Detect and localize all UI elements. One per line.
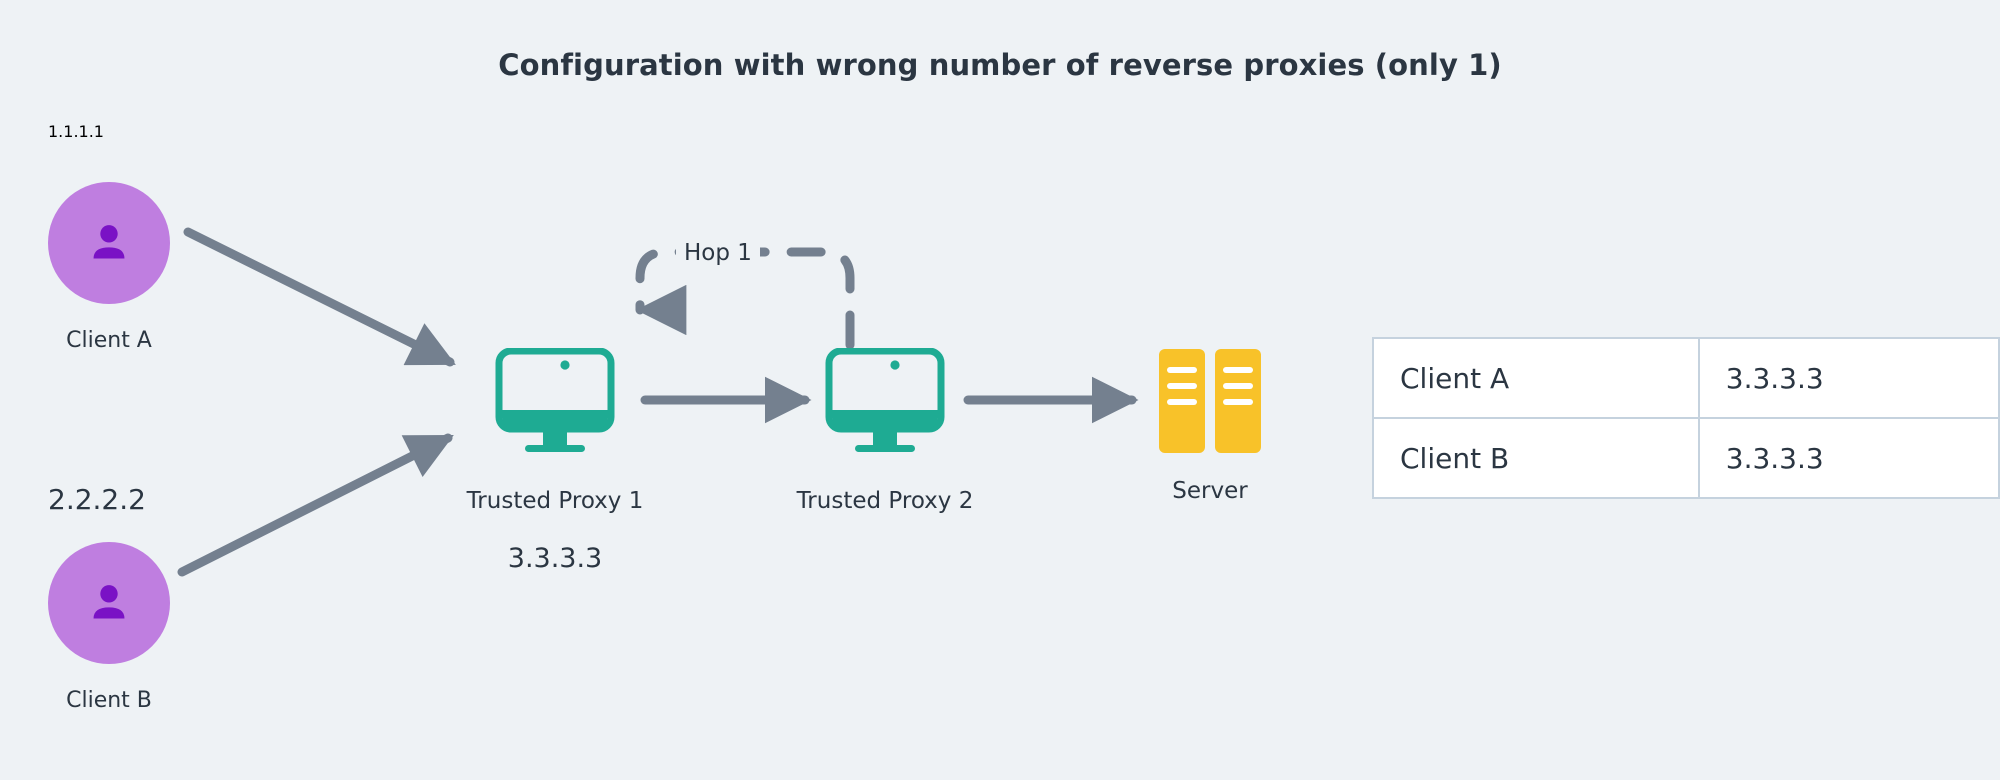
table-body: Client A 3.3.3.3 Client B 3.3.3.3 — [1372, 337, 2000, 499]
proxy-2-node[interactable] — [825, 347, 945, 460]
table-row: Client B 3.3.3.3 — [1372, 417, 2000, 499]
client-b-ip: 2.2.2.2 — [48, 483, 146, 516]
page-title: Configuration with wrong number of rever… — [498, 48, 1502, 82]
proxy-1-node[interactable] — [495, 347, 615, 460]
proxy-2-label: Trusted Proxy 2 — [796, 488, 974, 514]
monitor-icon — [495, 347, 615, 452]
client-b-avatar[interactable] — [48, 542, 170, 664]
table-cell-client: Client A — [1372, 337, 1700, 419]
table-cell-ip: 3.3.3.3 — [1697, 337, 2000, 419]
person-icon — [93, 585, 125, 619]
proxy-1-ip: 3.3.3.3 — [507, 543, 603, 574]
table-cell-client: Client B — [1372, 417, 1700, 499]
edge-client-a-to-proxy1 — [183, 227, 456, 367]
proxy-1-label: Trusted Proxy 1 — [466, 488, 644, 514]
client-b-label: Client B — [66, 688, 152, 713]
hop-label: Hop 1 — [676, 240, 760, 266]
client-a-avatar[interactable] — [48, 182, 170, 304]
monitor-icon — [825, 347, 945, 452]
server-icon — [1159, 349, 1261, 453]
client-a-label: Client A — [66, 328, 152, 353]
table-row: Client A 3.3.3.3 — [1372, 337, 2000, 419]
server-node[interactable] — [1158, 348, 1262, 458]
client-a-ip: 1.1.1.1 — [48, 122, 104, 141]
client-ip-table: Client A 3.3.3.3 Client B 3.3.3.3 — [1372, 337, 2000, 499]
table-cell-ip: 3.3.3.3 — [1697, 417, 2000, 499]
person-icon — [93, 225, 125, 259]
server-label: Server — [1172, 478, 1248, 504]
